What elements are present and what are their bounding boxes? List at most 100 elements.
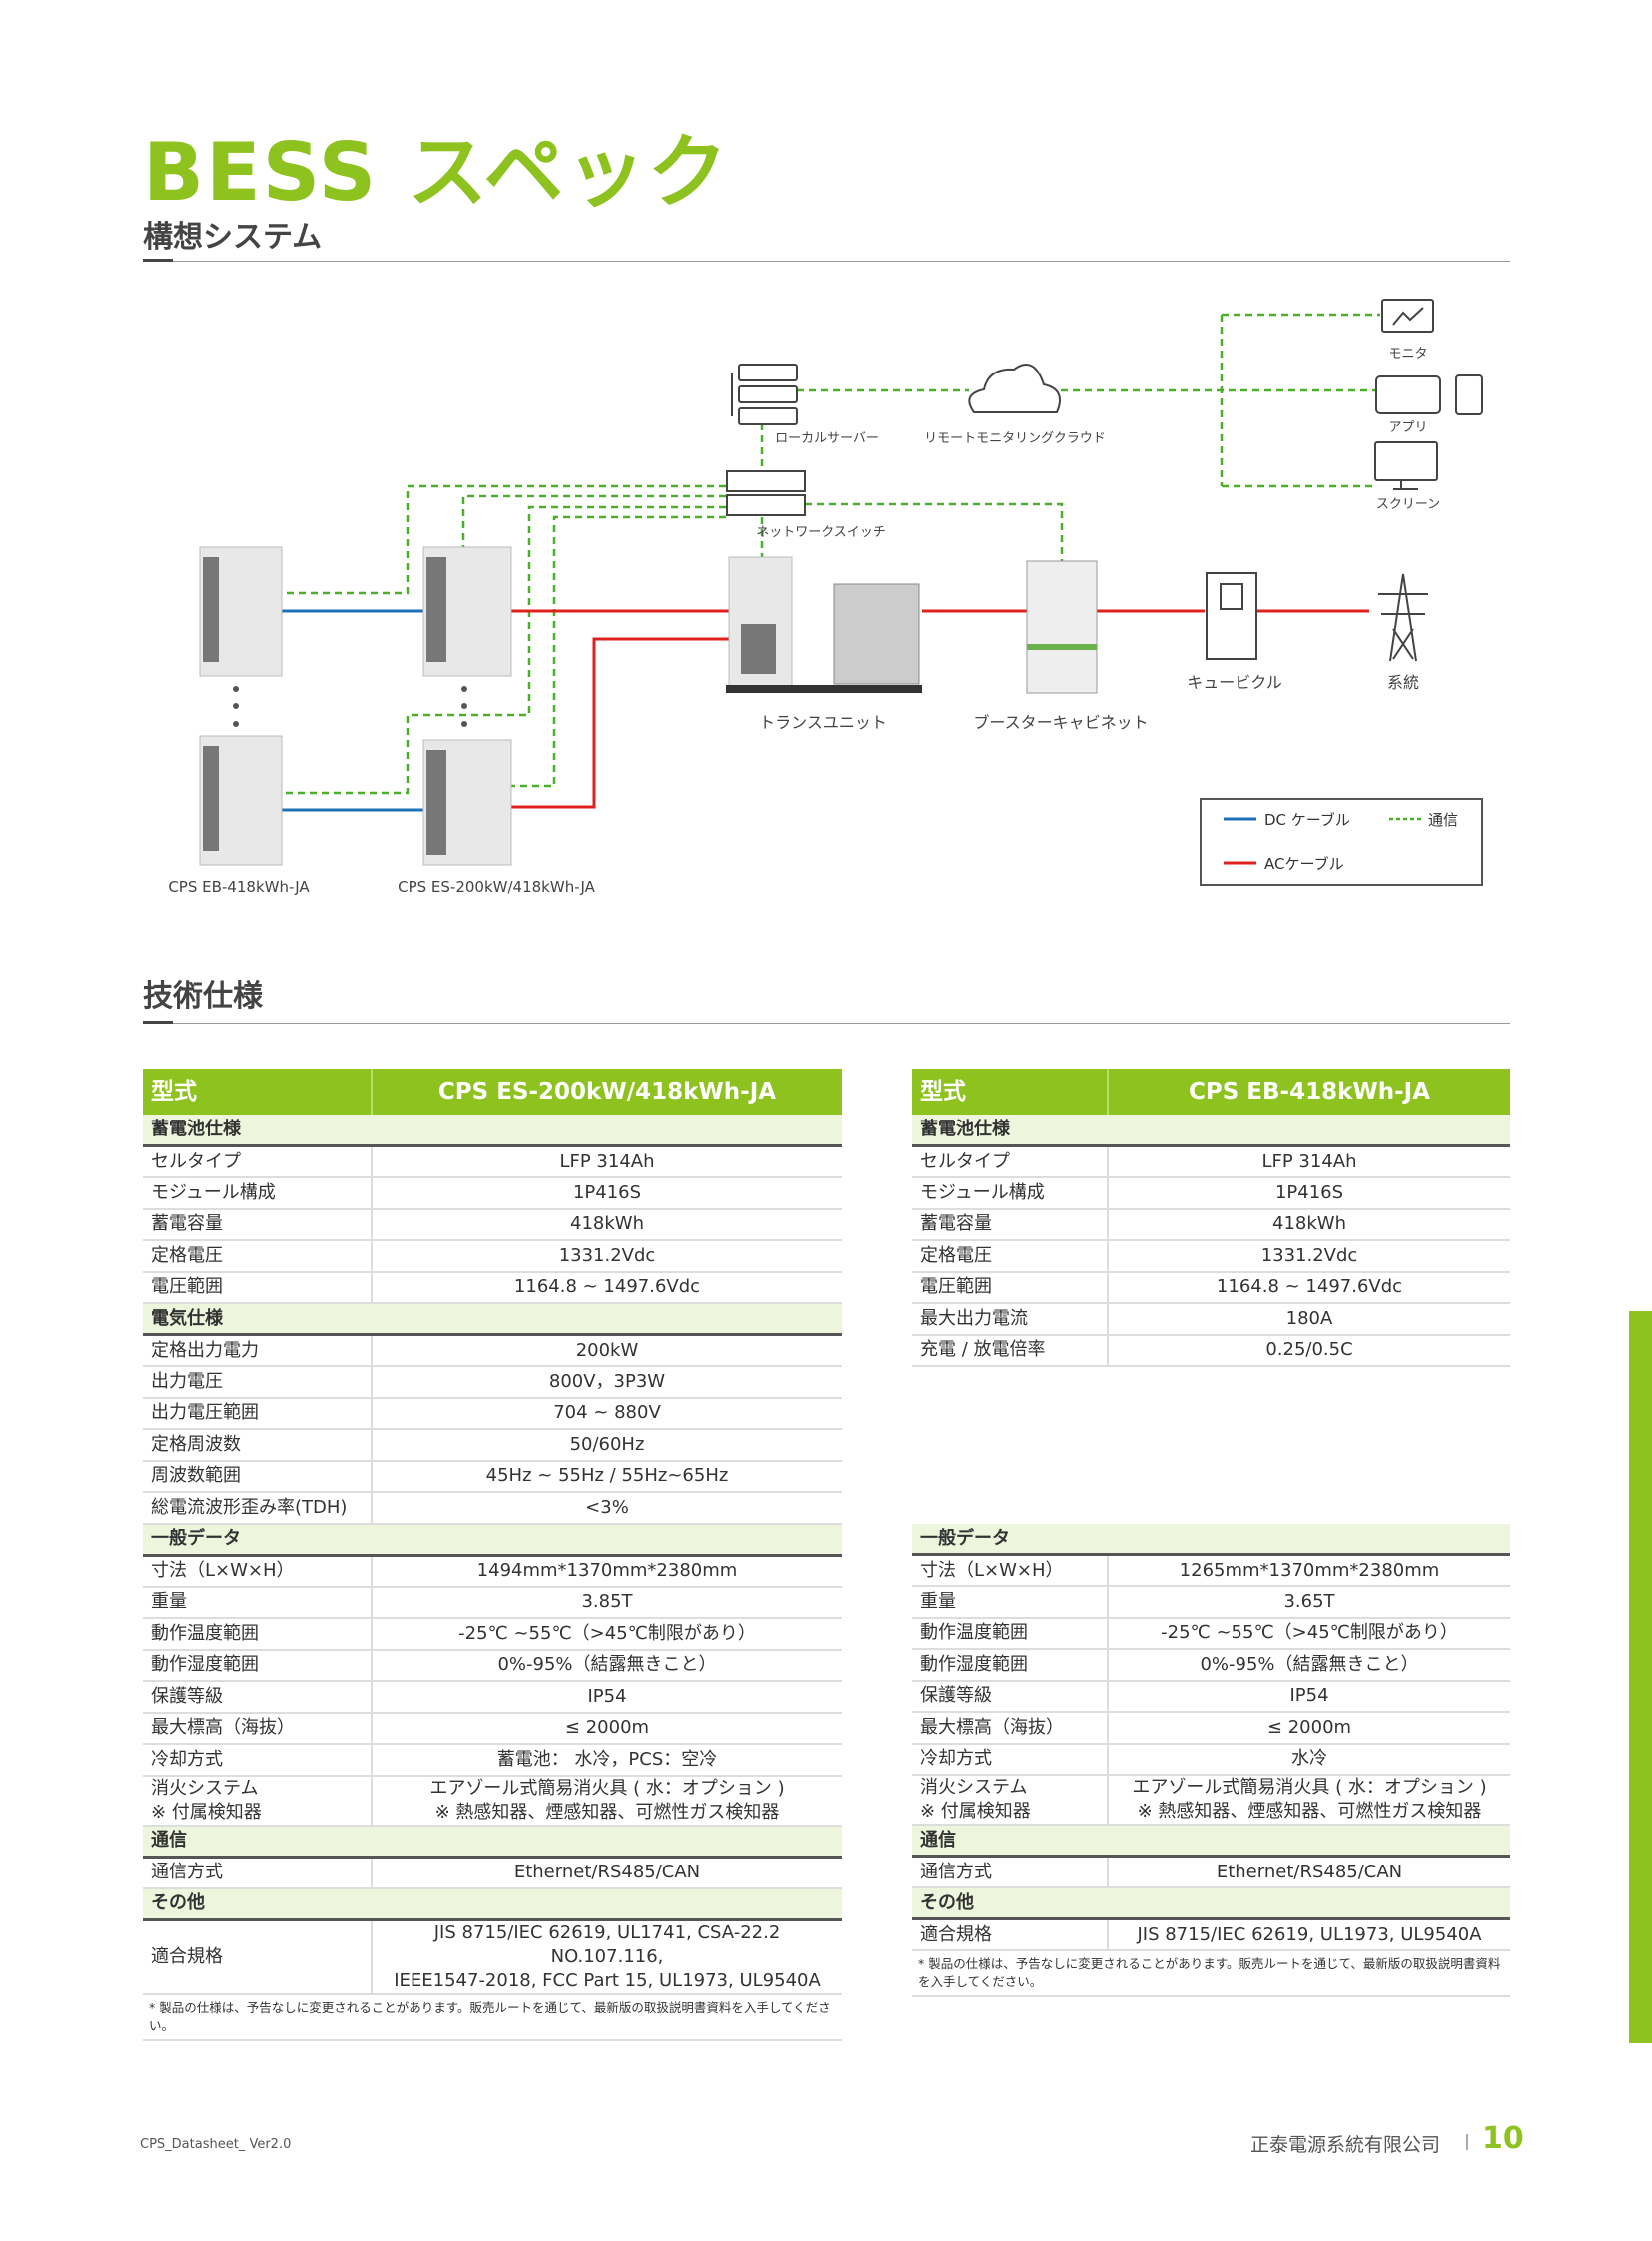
spec-value: 1494mm*1370mm*2380mm (371, 1555, 842, 1588)
spec-label: 電圧範囲 (143, 1271, 372, 1304)
spec-note: * 製品の仕様は、予告なしに変更されることがあります。販売ルートを通じて、最新版… (143, 1993, 842, 2041)
section-row: 一般データ (912, 1366, 1510, 1556)
spec-value: LFP 314Ah (371, 1145, 842, 1178)
table-row: 寸法（L×W×H）1494mm*1370mm*2380mm (143, 1555, 842, 1588)
spec-label: 定格電圧 (143, 1240, 372, 1273)
table-row: 総電流波形歪み率(TDH)<3% (143, 1492, 842, 1525)
spec-value: JIS 8715/IEC 62619, UL1973, UL9540A (1107, 1918, 1510, 1951)
spec-value: 50/60Hz (371, 1429, 842, 1462)
screen-icon (1374, 441, 1438, 490)
label-app: アプリ (1388, 420, 1428, 435)
footer-company: 正泰電源系統有限公司 (1249, 2134, 1440, 2156)
spec-label: 適合規格 (912, 1918, 1108, 1951)
spec-label: 蓄電容量 (143, 1208, 372, 1241)
ellipsis-dots (233, 686, 467, 727)
legend-dc: DC ケーブル (1264, 811, 1350, 829)
section-title: 通信 (912, 1825, 1510, 1858)
label-booster-cabinet: ブースターキャビネット (973, 713, 1149, 732)
page-title: BESS スペック (143, 126, 730, 219)
table-row: 消火システム ※ 付属検知器エアゾール式簡易消火具 ( 水：オプション ) ※ … (143, 1775, 842, 1827)
spec-label: 寸法（L×W×H） (143, 1555, 372, 1588)
spec-label: 動作温度範囲 (143, 1618, 372, 1651)
legend-ac: ACケーブル (1264, 855, 1344, 873)
monitor-icon (1381, 299, 1434, 333)
spec-value: -25℃ ~55℃（>45℃制限があり） (371, 1618, 842, 1651)
section-row: 電気仕様 (143, 1303, 842, 1336)
spec-label: 保護等級 (143, 1681, 372, 1714)
spec-value: 蓄電池： 水冷，PCS：空冷 (371, 1744, 842, 1777)
spec-label: 通信方式 (912, 1856, 1108, 1888)
spec-value: 0%-95%（結露無きこと） (371, 1649, 842, 1682)
label-grid: 系統 (1386, 673, 1420, 692)
spec-label: 定格周波数 (143, 1429, 372, 1462)
section-title: 一般データ (143, 1523, 842, 1557)
spec-label: 蓄電容量 (912, 1208, 1108, 1241)
spec-label: 出力電圧 (143, 1366, 372, 1399)
header-label: 型式 (143, 1069, 372, 1115)
spec-label: 適合規格 (143, 1919, 372, 1995)
divider (143, 261, 1510, 262)
table-row: 動作温度範囲-25℃ ~55℃（>45℃制限があり） (912, 1617, 1510, 1650)
spec-label: 動作湿度範囲 (143, 1649, 372, 1682)
cubicle-icon (1206, 572, 1257, 660)
spec-value: ≤ 2000m (1107, 1712, 1510, 1745)
label-monitor: モニタ (1388, 347, 1428, 362)
server-icon (731, 364, 798, 425)
table-row: 動作温度範囲-25℃ ~55℃（>45℃制限があり） (143, 1618, 842, 1651)
section-title: 蓄電池仕様 (143, 1115, 842, 1147)
spec-value: 1164.8 ~ 1497.6Vdc (1107, 1271, 1510, 1304)
table-row: 寸法（L×W×H）1265mm*1370mm*2380mm (912, 1554, 1510, 1587)
cloud-icon (968, 364, 1061, 413)
spec-label: 重量 (143, 1586, 372, 1619)
spec-label: 動作湿度範囲 (912, 1649, 1108, 1682)
tablet-icon (1375, 374, 1483, 415)
spec-label: 周波数範囲 (143, 1460, 372, 1493)
spec-label: 寸法（L×W×H） (912, 1554, 1108, 1587)
spec-label: 定格出力電力 (143, 1334, 372, 1367)
section-row: 通信 (143, 1825, 842, 1859)
section-title: その他 (143, 1887, 842, 1921)
spec-label: 電圧範囲 (912, 1271, 1108, 1304)
battery-cabinets (199, 546, 512, 866)
spec-label: 保護等級 (912, 1680, 1108, 1713)
spec-value: 704 ~ 880V (371, 1397, 842, 1430)
spec-value: 45Hz ~ 55Hz / 55Hz~65Hz (371, 1460, 842, 1493)
section-row: 通信 (912, 1825, 1510, 1858)
legend-comm: 通信 (1428, 811, 1459, 829)
label-network-switch: ネットワークスイッチ (756, 525, 886, 540)
spec-label: 動作温度範囲 (912, 1617, 1108, 1650)
spec-value: Ethernet/RS485/CAN (371, 1857, 842, 1889)
spec-value: 3.65T (1107, 1586, 1510, 1619)
footer-doc-id: CPS_Datasheet_ Ver2.0 (140, 2137, 292, 2152)
section-title: その他 (912, 1887, 1510, 1920)
side-accent-bar (1629, 1311, 1652, 2043)
header-model: CPS EB-418kWh-JA (1107, 1069, 1510, 1115)
section-title: 電気仕様 (143, 1303, 842, 1336)
table-row: 冷却方式水冷 (912, 1743, 1510, 1776)
label-cubicle: キュービクル (1187, 673, 1282, 692)
spec-value: <3% (371, 1492, 842, 1525)
spec-label: 定格電圧 (912, 1240, 1108, 1273)
spec-label: 総電流波形歪み率(TDH) (143, 1492, 372, 1525)
system-diagram (199, 299, 1483, 886)
label-cloud: リモートモニタリングクラウド (924, 431, 1106, 446)
page-number: 10 (1482, 2121, 1524, 2156)
spec-value: ≤ 2000m (371, 1712, 842, 1745)
